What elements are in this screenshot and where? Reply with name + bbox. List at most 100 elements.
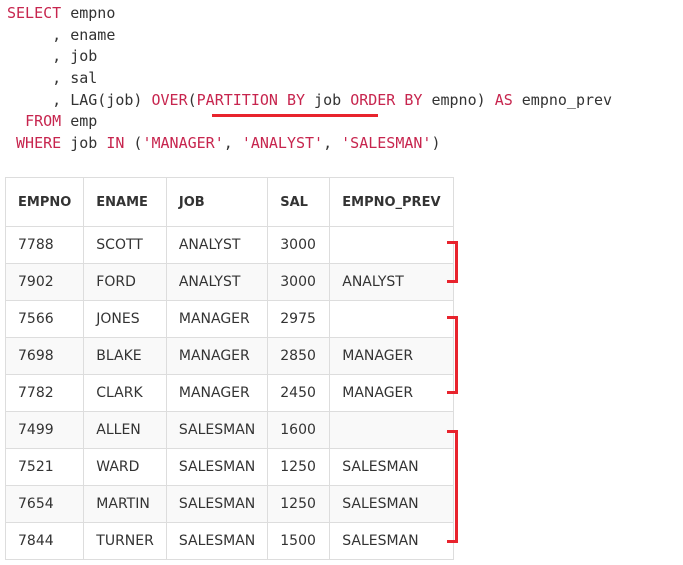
cell-job: SALESMAN xyxy=(165,522,269,560)
cell-empno: 7902 xyxy=(4,263,85,301)
cell-job: SALESMAN xyxy=(165,485,269,523)
cell-ename: JONES xyxy=(83,300,167,338)
cell-job: MANAGER xyxy=(165,300,269,338)
sql-text: ( xyxy=(124,134,143,153)
cell-ename: MARTIN xyxy=(83,485,167,523)
query-line: , sal xyxy=(7,68,612,90)
cell-sal: 2850 xyxy=(267,337,331,375)
sql-text: ( xyxy=(187,90,197,109)
sql-text: empno) xyxy=(422,90,495,109)
cell-empno: 7654 xyxy=(4,485,85,523)
sql-keyword: OVER xyxy=(151,90,188,109)
partition-bracket-manager xyxy=(447,316,458,394)
partition-bracket-analyst xyxy=(447,241,458,283)
cell-ename: FORD xyxy=(83,263,167,301)
query-line: SELECT empno xyxy=(7,3,612,25)
sql-text xyxy=(7,112,25,130)
sql-text: , xyxy=(223,134,242,153)
cell-empno-prev: SALESMAN xyxy=(329,448,454,486)
cell-job: ANALYST xyxy=(165,263,269,301)
query-line: WHERE job IN ('MANAGER', 'ANALYST', 'SAL… xyxy=(7,133,612,155)
cell-ename: BLAKE xyxy=(83,337,167,375)
cell-sal: 3000 xyxy=(267,263,331,301)
cell-empno-prev xyxy=(329,411,454,449)
cell-empno-prev: SALESMAN xyxy=(329,485,454,523)
cell-empno: 7566 xyxy=(4,300,85,338)
sql-string: 'SALESMAN' xyxy=(341,134,432,153)
cell-job: MANAGER xyxy=(165,374,269,412)
query-line: FROM emp xyxy=(7,111,612,133)
cell-ename: WARD xyxy=(83,448,167,486)
cell-empno: 7788 xyxy=(4,226,85,264)
cell-empno-prev: MANAGER xyxy=(329,337,454,375)
cell-empno: 7521 xyxy=(4,448,85,486)
sql-text: empno xyxy=(61,4,116,22)
sql-keyword: WHERE xyxy=(16,134,62,153)
cell-empno-prev xyxy=(329,300,454,338)
sql-keyword: PARTITION BY xyxy=(196,90,306,109)
cell-empno-prev: MANAGER xyxy=(329,374,454,412)
sql-keyword: SELECT xyxy=(7,4,62,22)
cell-sal: 2450 xyxy=(267,374,331,412)
cell-empno: 7782 xyxy=(4,374,85,412)
column-header-ename: ENAME xyxy=(83,177,167,227)
sql-keyword: ORDER BY xyxy=(350,90,423,109)
query-line: , ename xyxy=(7,25,612,47)
column-header-job: JOB xyxy=(165,177,269,227)
column-header-sal: SAL xyxy=(267,177,331,227)
sql-text: emp xyxy=(61,112,98,131)
cell-ename: ALLEN xyxy=(83,411,167,449)
sql-keyword: FROM xyxy=(25,112,62,131)
sql-text: job xyxy=(61,134,107,153)
cell-job: SALESMAN xyxy=(165,411,269,449)
column-header-empno-prev: EMPNO_PREV xyxy=(329,177,454,227)
cell-sal: 1500 xyxy=(267,522,331,560)
sql-text: , sal xyxy=(7,69,98,88)
cell-empno-prev: ANALYST xyxy=(329,263,454,301)
sql-text: , LAG(job) xyxy=(7,90,152,109)
table-header-row: EMPNO ENAME JOB SAL EMPNO_PREV xyxy=(4,177,454,227)
sql-text: ) xyxy=(431,134,441,153)
sql-keyword: IN xyxy=(106,134,125,153)
column-header-empno: EMPNO xyxy=(4,177,85,227)
cell-sal: 1250 xyxy=(267,448,331,486)
cell-empno: 7499 xyxy=(4,411,85,449)
cell-sal: 2975 xyxy=(267,300,331,338)
cell-job: SALESMAN xyxy=(165,448,269,486)
cell-ename: TURNER xyxy=(83,522,167,560)
sql-text: job xyxy=(305,90,351,109)
sql-query: SELECT empno , ename , job , sal , LAG(j… xyxy=(7,3,612,155)
sql-text xyxy=(7,134,16,152)
cell-job: MANAGER xyxy=(165,337,269,375)
sql-text: , ename xyxy=(7,25,116,44)
cell-ename: SCOTT xyxy=(83,226,167,264)
sql-string: 'MANAGER' xyxy=(142,134,224,153)
sql-keyword: AS xyxy=(494,90,513,109)
cell-empno: 7844 xyxy=(4,522,85,560)
sql-text: , xyxy=(323,134,342,153)
partition-by-underline xyxy=(212,114,378,117)
cell-empno-prev xyxy=(329,226,454,264)
cell-empno: 7698 xyxy=(4,337,85,375)
cell-ename: CLARK xyxy=(83,374,167,412)
cell-job: ANALYST xyxy=(165,226,269,264)
sql-text: empno_prev xyxy=(512,90,613,109)
query-line: , LAG(job) OVER(PARTITION BY job ORDER B… xyxy=(7,90,612,112)
cell-empno-prev: SALESMAN xyxy=(329,522,454,560)
sql-string: 'ANALYST' xyxy=(241,134,324,153)
query-line: , job xyxy=(7,46,612,68)
cell-sal: 1250 xyxy=(267,485,331,523)
cell-sal: 3000 xyxy=(267,226,331,264)
partition-bracket-salesman xyxy=(447,430,458,543)
sql-text: , job xyxy=(7,47,98,66)
